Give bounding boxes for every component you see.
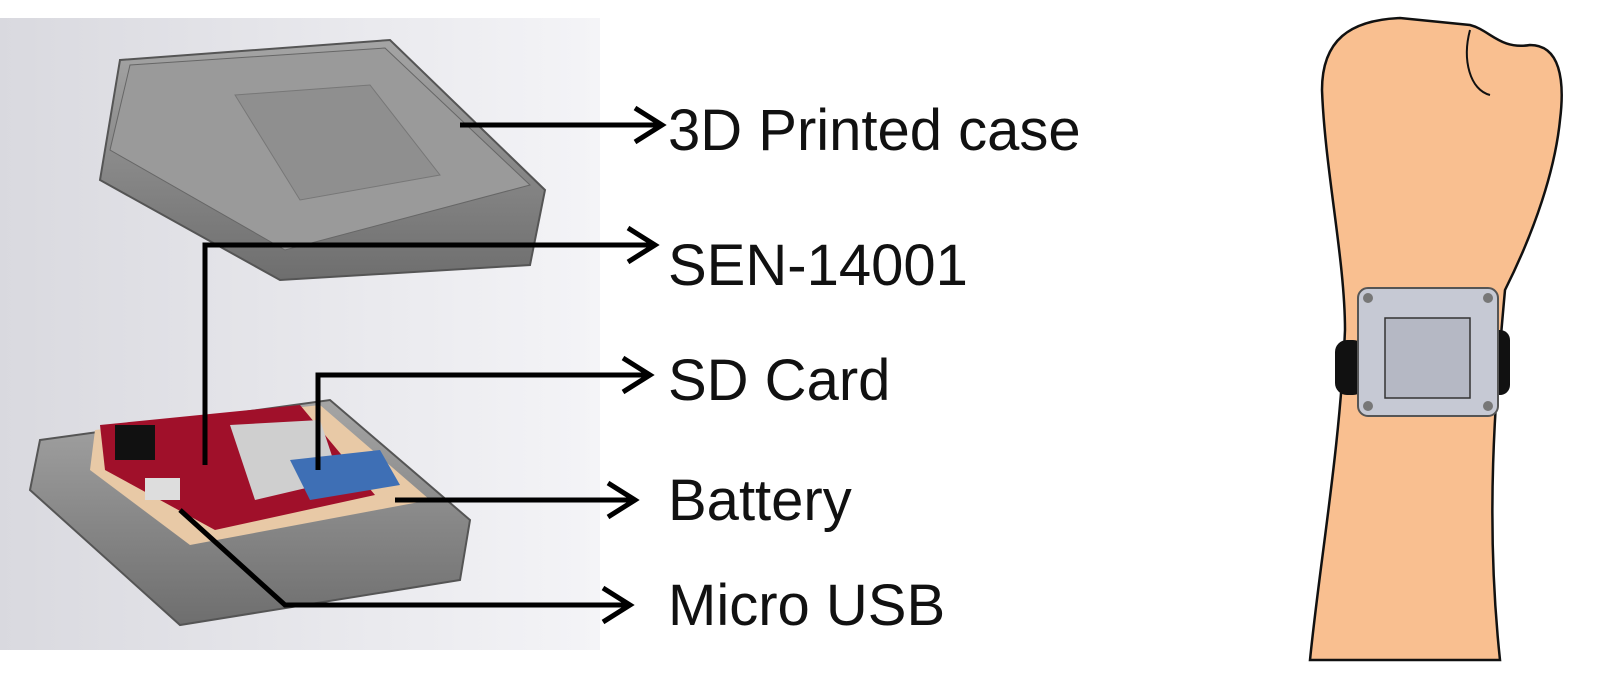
arrowhead-sd: [621, 355, 655, 395]
label-battery: Battery: [668, 468, 852, 533]
arrow-usb: [178, 508, 630, 608]
arrow-sensor: [202, 242, 655, 465]
arrowhead-usb: [601, 585, 635, 625]
label-sen-14001: SEN-14001: [668, 233, 968, 298]
arrowhead-case: [633, 105, 667, 145]
label-micro-usb: Micro USB: [668, 573, 945, 638]
leader-lines: [178, 105, 667, 625]
chip: [115, 425, 155, 460]
micro-usb-port: [145, 478, 180, 500]
label-3d-printed-case: 3D Printed case: [668, 98, 1081, 163]
label-sd-card: SD Card: [668, 348, 890, 413]
base-case-with-pcb: [28, 398, 472, 627]
wrist-illustration: [1308, 16, 1563, 662]
arrow-sd: [315, 372, 650, 470]
arrowhead-battery: [606, 480, 640, 520]
3d-printed-case-top: [98, 38, 547, 282]
arrowhead-sensor: [626, 225, 660, 265]
